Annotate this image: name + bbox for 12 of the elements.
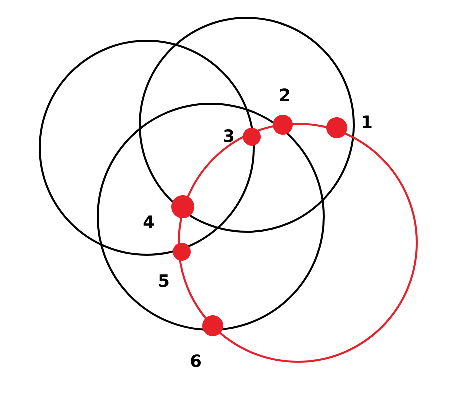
point-label: 3	[224, 130, 234, 142]
point-label: 1	[363, 116, 372, 128]
point-dot	[172, 196, 194, 218]
point-dot	[326, 118, 348, 138]
point-label: 6	[191, 354, 201, 368]
point-label: 5	[159, 274, 169, 288]
point-dot	[173, 243, 191, 261]
point-label: 4	[144, 216, 154, 228]
point-label: 2	[280, 88, 290, 102]
point-dot	[202, 316, 224, 336]
point-dot	[273, 115, 293, 135]
point-dot	[243, 128, 261, 146]
